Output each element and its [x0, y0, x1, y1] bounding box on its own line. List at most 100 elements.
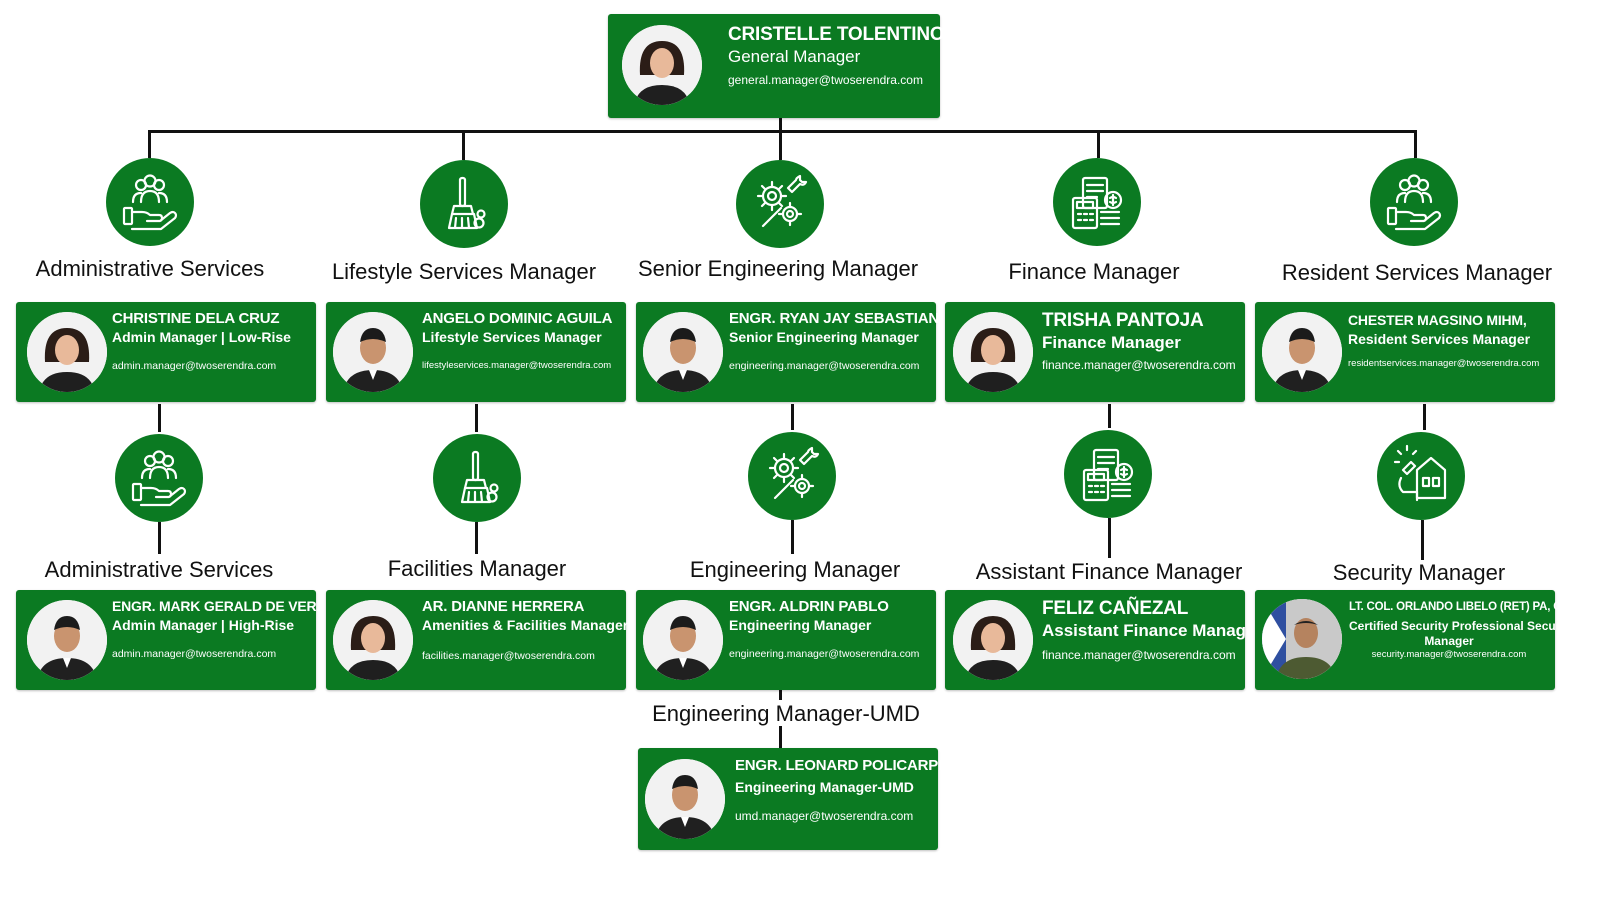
person-card-admin-head: CHRISTINE DELA CRUZ Admin Manager | Low-…	[16, 302, 316, 402]
connector-admin-sub-label	[158, 522, 161, 554]
person-name: ENGR. RYAN JAY SEBASTIAN	[729, 310, 939, 327]
gear-wrench-icon	[736, 160, 824, 248]
people-hand-icon	[115, 434, 203, 522]
person-email: finance.manager@twoserendra.com	[1042, 648, 1236, 662]
department-label-engineering-sub: Engineering Manager	[689, 557, 901, 582]
person-role: Assistant Finance Manager	[1042, 621, 1263, 640]
connector-lifestyle-sub	[475, 404, 478, 432]
person-role: Engineering Manager-UMD	[735, 779, 914, 795]
person-role: Finance Manager	[1042, 333, 1181, 352]
connector-drop-finance	[1097, 130, 1100, 158]
person-name: ENGR. LEONARD POLICARPIO	[735, 757, 954, 774]
connector-umd-top	[779, 690, 782, 700]
avatar	[1262, 312, 1342, 392]
avatar	[953, 600, 1033, 680]
person-name: TRISHA PANTOJA	[1042, 310, 1204, 331]
general-manager-role: General Manager	[728, 47, 861, 66]
person-role-continued: Manager	[1424, 634, 1474, 648]
person-card-lifestyle-sub: AR. DIANNE HERRERA Amenities & Facilitie…	[326, 590, 628, 690]
connector-engineering-sub-label	[791, 520, 794, 554]
person-email: admin.manager@twoserendra.com	[112, 360, 277, 372]
avatar	[622, 25, 702, 105]
house-repair-icon	[1377, 432, 1465, 520]
person-card-resident-sub: LT. COL. ORLANDO LIBELO (RET) PA, CSP Ce…	[1255, 590, 1577, 690]
person-card-finance-sub: FELIZ CAÑEZAL Assistant Finance Manager …	[945, 590, 1262, 690]
connector-trunk	[779, 118, 782, 160]
person-email: finance.manager@twoserendra.com	[1042, 358, 1236, 372]
people-hand-icon	[1370, 158, 1458, 246]
person-role: Senior Engineering Manager	[729, 329, 919, 345]
person-card-engineering-sub: ENGR. ALDRIN PABLO Engineering Manager e…	[636, 590, 936, 690]
connector-engineering-sub	[791, 404, 794, 430]
avatar	[953, 312, 1033, 392]
person-name: ENGR. ALDRIN PABLO	[729, 598, 889, 615]
person-email: umd.manager@twoserendra.com	[735, 809, 914, 823]
connector-resident-sub-label	[1421, 520, 1424, 560]
person-name: LT. COL. ORLANDO LIBELO (RET) PA, CSP	[1349, 601, 1577, 613]
person-email: residentservices.manager@twoserendra.com	[1348, 358, 1540, 369]
general-manager-email: general.manager@twoserendra.com	[728, 73, 923, 87]
general-manager-name: CRISTELLE TOLENTINO	[728, 24, 945, 45]
connector-drop-lifestyle	[462, 130, 465, 160]
department-label-finance-sub: Assistant Finance Manager	[975, 559, 1243, 584]
avatar	[27, 600, 107, 680]
person-role: Admin Manager | High-Rise	[112, 617, 295, 633]
person-role: Engineering Manager	[729, 617, 872, 633]
general-manager-card: CRISTELLE TOLENTINO General Manager gene…	[608, 14, 945, 118]
connector-drop-admin	[148, 130, 151, 158]
broom-icon	[420, 160, 508, 248]
avatar	[27, 312, 107, 392]
person-email: engineering.manager@twoserendra.com	[729, 648, 920, 660]
connector-admin-sub	[158, 404, 161, 432]
person-email: admin.manager@twoserendra.com	[112, 648, 277, 660]
person-card-engineering-umd: ENGR. LEONARD POLICARPIO Engineering Man…	[638, 748, 954, 850]
department-label-engineering: Senior Engineering Manager	[637, 256, 919, 281]
avatar	[645, 759, 725, 839]
connector-umd-bottom	[779, 726, 782, 748]
person-email: security.manager@twoserendra.com	[1371, 649, 1527, 660]
person-card-engineering-head: ENGR. RYAN JAY SEBASTIAN Senior Engineer…	[636, 302, 939, 402]
person-name: FELIZ CAÑEZAL	[1042, 598, 1189, 619]
person-email: engineering.manager@twoserendra.com	[729, 360, 920, 372]
department-label-admin-sub: Administrative Services	[44, 557, 274, 582]
person-card-admin-sub: ENGR. MARK GERALD DE VERA Admin Manager …	[16, 590, 327, 690]
connector-drop-resident	[1414, 130, 1417, 158]
person-role: Certified Security Professional Security	[1349, 619, 1575, 633]
person-card-finance-head: TRISHA PANTOJA Finance Manager finance.m…	[945, 302, 1245, 402]
department-label-finance: Finance Manager	[1008, 259, 1180, 284]
person-name: ANGELO DOMINIC AGUILA	[422, 310, 613, 327]
calculator-icon	[1064, 430, 1152, 518]
department-label-resident: Resident Services Manager	[1281, 260, 1553, 285]
department-label-resident-sub: Security Manager	[1332, 560, 1506, 585]
person-role: Lifestyle Services Manager	[422, 329, 602, 345]
avatar	[1262, 599, 1342, 679]
person-card-resident-head: CHESTER MAGSINO MIHM, Resident Services …	[1255, 302, 1555, 402]
gear-wrench-icon	[748, 432, 836, 520]
broom-icon	[433, 434, 521, 522]
department-label-admin: Administrative Services	[35, 256, 265, 281]
department-label-engineering-umd: Engineering Manager-UMD	[652, 701, 920, 726]
connector-finance-sub-label	[1108, 518, 1111, 558]
person-role: Resident Services Manager	[1348, 331, 1531, 347]
avatar	[333, 312, 413, 392]
department-label-lifestyle-sub: Facilities Manager	[387, 556, 567, 581]
person-email: lifestyleservices.manager@twoserendra.co…	[422, 360, 612, 371]
avatar	[333, 600, 413, 680]
person-name: CHRISTINE DELA CRUZ	[112, 310, 280, 327]
department-label-lifestyle: Lifestyle Services Manager	[331, 259, 597, 284]
people-hand-icon	[106, 158, 194, 246]
person-name: AR. DIANNE HERRERA	[422, 598, 585, 615]
calculator-icon	[1053, 158, 1141, 246]
connector-finance-sub	[1108, 404, 1111, 428]
person-name: CHESTER MAGSINO MIHM,	[1348, 312, 1527, 328]
person-role: Admin Manager | Low-Rise	[112, 329, 291, 345]
connector-resident-sub	[1423, 404, 1426, 430]
connector-horizontal-bus	[148, 130, 1417, 133]
person-name: ENGR. MARK GERALD DE VERA	[112, 598, 327, 614]
connector-lifestyle-sub-label	[475, 522, 478, 554]
person-email: facilities.manager@twoserendra.com	[422, 650, 595, 662]
avatar	[643, 600, 723, 680]
person-card-lifestyle-head: ANGELO DOMINIC AGUILA Lifestyle Services…	[326, 302, 626, 402]
avatar	[643, 312, 723, 392]
